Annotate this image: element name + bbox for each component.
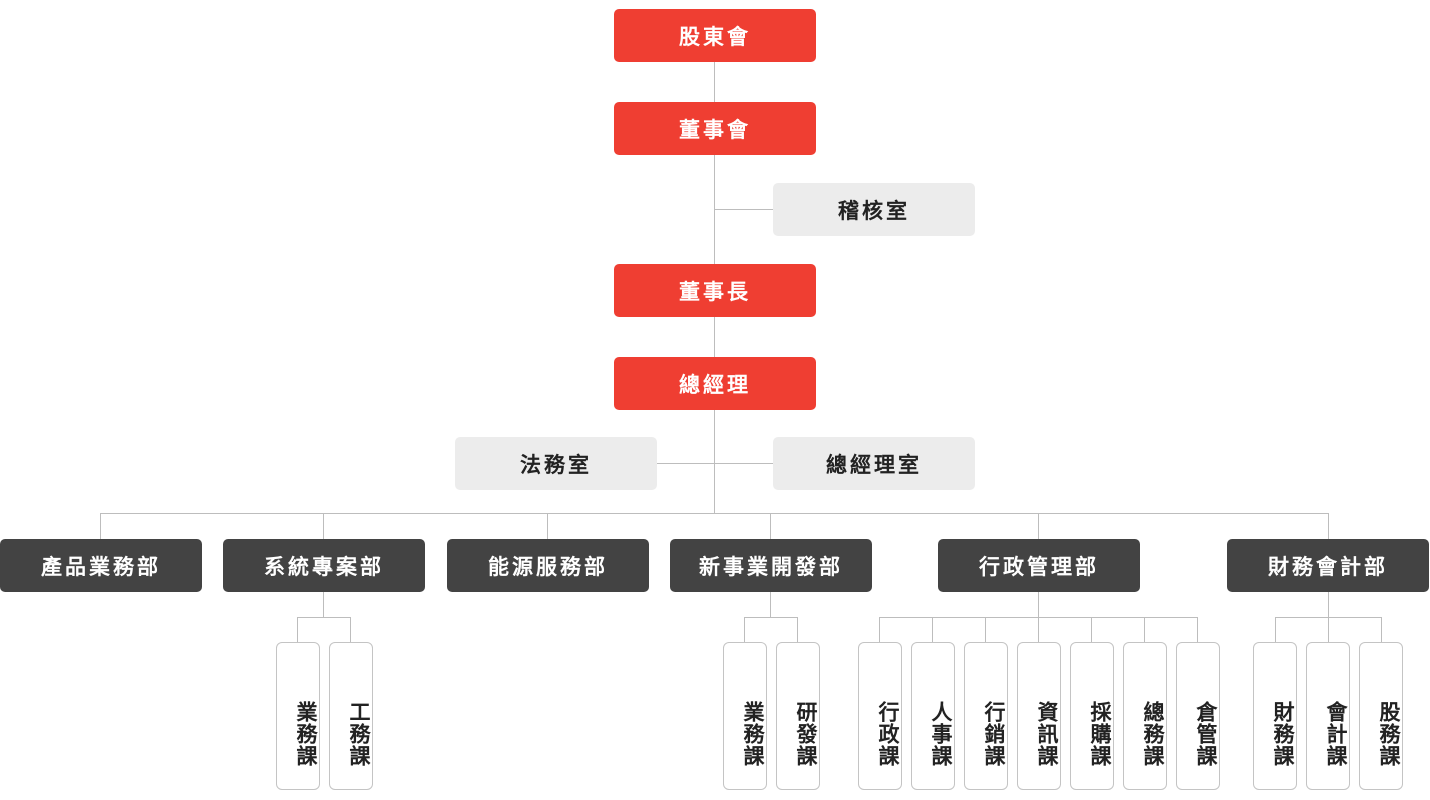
connector-subbar-2	[297, 617, 351, 618]
connector-subtree-4	[770, 591, 771, 617]
connector-sec	[879, 617, 880, 642]
section-box: 會計課	[1306, 642, 1350, 790]
connector-sec	[1144, 617, 1145, 642]
connector-sec	[932, 617, 933, 642]
connector-subtree-5	[1038, 591, 1039, 617]
section-box: 資訊課	[1017, 642, 1061, 790]
connector-sec	[1328, 617, 1329, 642]
connector-sec	[1381, 617, 1382, 642]
connector-sec	[1275, 617, 1276, 642]
section-box: 倉管課	[1176, 642, 1220, 790]
connector-dept-2	[323, 513, 324, 539]
connector-sec	[744, 617, 745, 642]
connector-sec	[1091, 617, 1092, 642]
connector-subbar-4	[744, 617, 798, 618]
dept-product-sales: 產品業務部	[0, 539, 202, 592]
section-box: 業務課	[723, 642, 767, 790]
node-general-manager: 總經理	[614, 357, 816, 410]
section-box: 總務課	[1123, 642, 1167, 790]
node-legal-office: 法務室	[455, 437, 657, 490]
node-gm-office: 總經理室	[773, 437, 975, 490]
connector-sec	[1197, 617, 1198, 642]
section-box: 業務課	[276, 642, 320, 790]
section-box: 人事課	[911, 642, 955, 790]
dept-energy-service: 能源服務部	[447, 539, 649, 592]
connector-subtree-6	[1328, 591, 1329, 617]
connector-audit	[715, 209, 773, 210]
section-box: 行銷課	[964, 642, 1008, 790]
connector-legal	[656, 463, 714, 464]
connector-dept-5	[1038, 513, 1039, 539]
connector-sec	[1038, 617, 1039, 642]
section-box: 股務課	[1359, 642, 1403, 790]
section-box: 財務課	[1253, 642, 1297, 790]
section-box: 行政課	[858, 642, 902, 790]
connector-sec	[985, 617, 986, 642]
connector-sec	[350, 617, 351, 642]
node-audit-office: 稽核室	[773, 183, 975, 236]
section-box: 研發課	[776, 642, 820, 790]
connector-dept-6	[1328, 513, 1329, 539]
connector-dept-1	[100, 513, 101, 539]
node-shareholders: 股東會	[614, 9, 816, 62]
section-box: 工務課	[329, 642, 373, 790]
connector-departments-bar	[100, 513, 1329, 514]
connector-gm-office	[715, 463, 773, 464]
section-box: 採購課	[1070, 642, 1114, 790]
dept-admin-management: 行政管理部	[938, 539, 1140, 592]
connector-sec	[797, 617, 798, 642]
connector-subtree-2	[323, 591, 324, 617]
connector-sec	[297, 617, 298, 642]
node-chairman: 董事長	[614, 264, 816, 317]
dept-system-project: 系統專案部	[223, 539, 425, 592]
dept-new-business: 新事業開發部	[670, 539, 872, 592]
connector-dept-4	[770, 513, 771, 539]
connector-dept-3	[547, 513, 548, 539]
dept-finance-accounting: 財務會計部	[1227, 539, 1429, 592]
node-board: 董事會	[614, 102, 816, 155]
